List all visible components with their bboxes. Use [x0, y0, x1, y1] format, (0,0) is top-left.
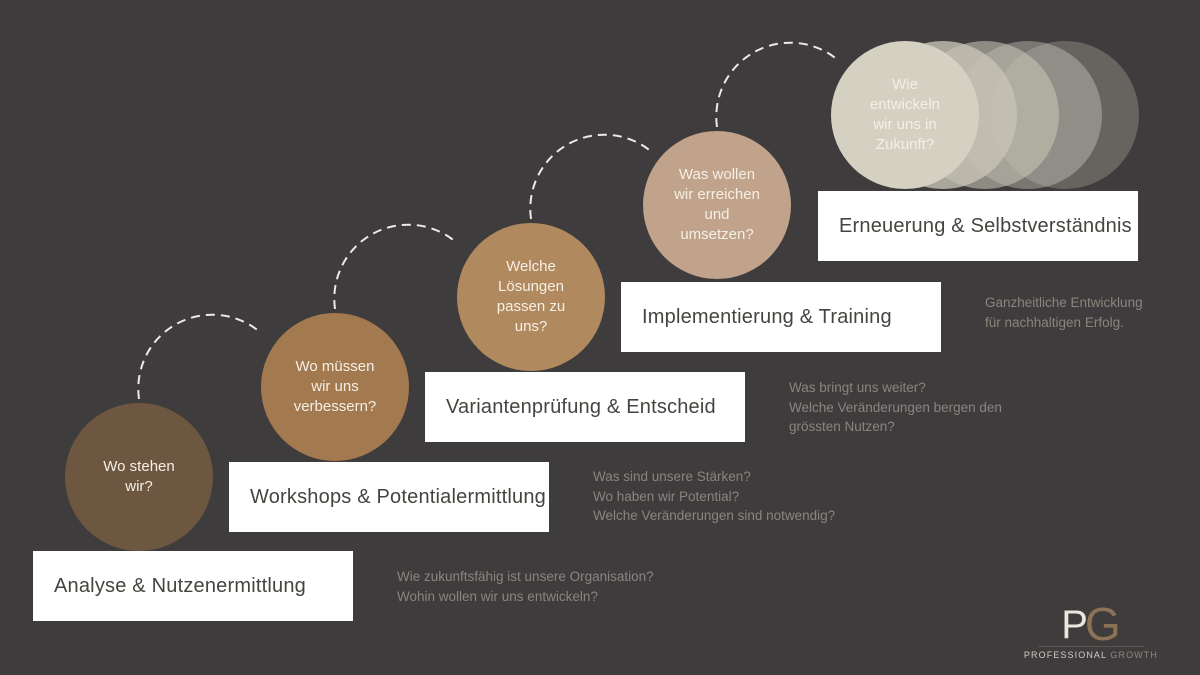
stage-4-note: Ganzheitliche Entwicklung für nachhaltig…	[985, 293, 1143, 332]
logo-wordmark: PROFESSIONAL GROWTH	[1024, 650, 1158, 660]
stage-1-note: Wie zukunftsfähig ist unsere Organisatio…	[397, 567, 654, 606]
stage-3-label: Variantenprüfung & Entscheid	[446, 395, 716, 418]
logo-monogram: P G	[1061, 598, 1121, 650]
dashed-arc-2	[333, 223, 458, 310]
stage-2-label: Workshops & Potentialermittlung	[250, 485, 546, 508]
stage-5-label-box: Erneuerung & Selbstverständnis	[818, 191, 1138, 261]
stage-1-question-circle: Wo stehen wir?	[65, 403, 213, 551]
stage-3-label-box: Variantenprüfung & Entscheid	[425, 372, 745, 442]
stage-1-question: Wo stehen wir?	[103, 457, 175, 495]
stage-4-label-box: Implementierung & Training	[621, 282, 941, 352]
note-line: Wo haben wir Potential?	[593, 488, 740, 504]
dashed-arc-3	[529, 133, 654, 220]
note-line: Ganzheitliche Entwicklung	[985, 295, 1143, 310]
stage-3-note: Was bringt uns weiter? Welche Veränderun…	[789, 378, 1002, 437]
stage-2-note: Was sind unsere Stärken? Wo haben wir Po…	[593, 467, 835, 526]
note-line: Was sind unsere Stärken?	[593, 469, 751, 484]
stage-2-question: Wo müssen wir uns verbessern?	[293, 357, 377, 416]
note-line: Wie zukunftsfähig ist unsere Organisatio…	[397, 569, 654, 584]
stage-3-question: Welche Lösungen passen zu uns?	[496, 257, 566, 336]
dashed-arc-4	[715, 41, 840, 128]
dashed-arc-1	[137, 313, 262, 400]
stage-5-question-circle: Wie entwickeln wir uns in Zukunft?	[831, 41, 979, 189]
logo-letter-g: G	[1084, 598, 1121, 650]
stage-4-label: Implementierung & Training	[642, 305, 892, 328]
note-line: grössten Nutzen?	[789, 419, 895, 435]
logo-word-growth: GROWTH	[1110, 650, 1158, 660]
logo-letter-p: P	[1061, 603, 1088, 647]
stage-5-label: Erneuerung & Selbstverständnis	[839, 214, 1132, 237]
note-line: Welche Veränderungen sind notwendig?	[593, 508, 836, 524]
logo-professional-growth: P G PROFESSIONAL GROWTH	[1024, 598, 1158, 660]
stage-4-question: Was wollen wir erreichen und umsetzen?	[674, 165, 760, 244]
stage-3-question-circle: Welche Lösungen passen zu uns?	[457, 223, 605, 371]
stage-4-question-circle: Was wollen wir erreichen und umsetzen?	[643, 131, 791, 279]
logo-word-professional: PROFESSIONAL	[1023, 650, 1107, 660]
ghost-circle-4	[991, 41, 1139, 189]
stage-2-question-circle: Wo müssen wir uns verbessern?	[261, 313, 409, 461]
note-line: für nachhaltigen Erfolg.	[985, 314, 1124, 330]
note-line: Welche Veränderungen bergen den	[789, 399, 1002, 415]
stage-1-label-box: Analyse & Nutzenermittlung	[33, 551, 353, 621]
stage-5-question: Wie entwickeln wir uns in Zukunft?	[869, 75, 941, 154]
stage-2-label-box: Workshops & Potentialermittlung	[229, 462, 549, 532]
stage-1-label: Analyse & Nutzenermittlung	[54, 574, 306, 597]
logo-divider-line	[1037, 646, 1144, 647]
note-line: Wohin wollen wir uns entwickeln?	[397, 588, 598, 604]
note-line: Was bringt uns weiter?	[789, 380, 926, 395]
